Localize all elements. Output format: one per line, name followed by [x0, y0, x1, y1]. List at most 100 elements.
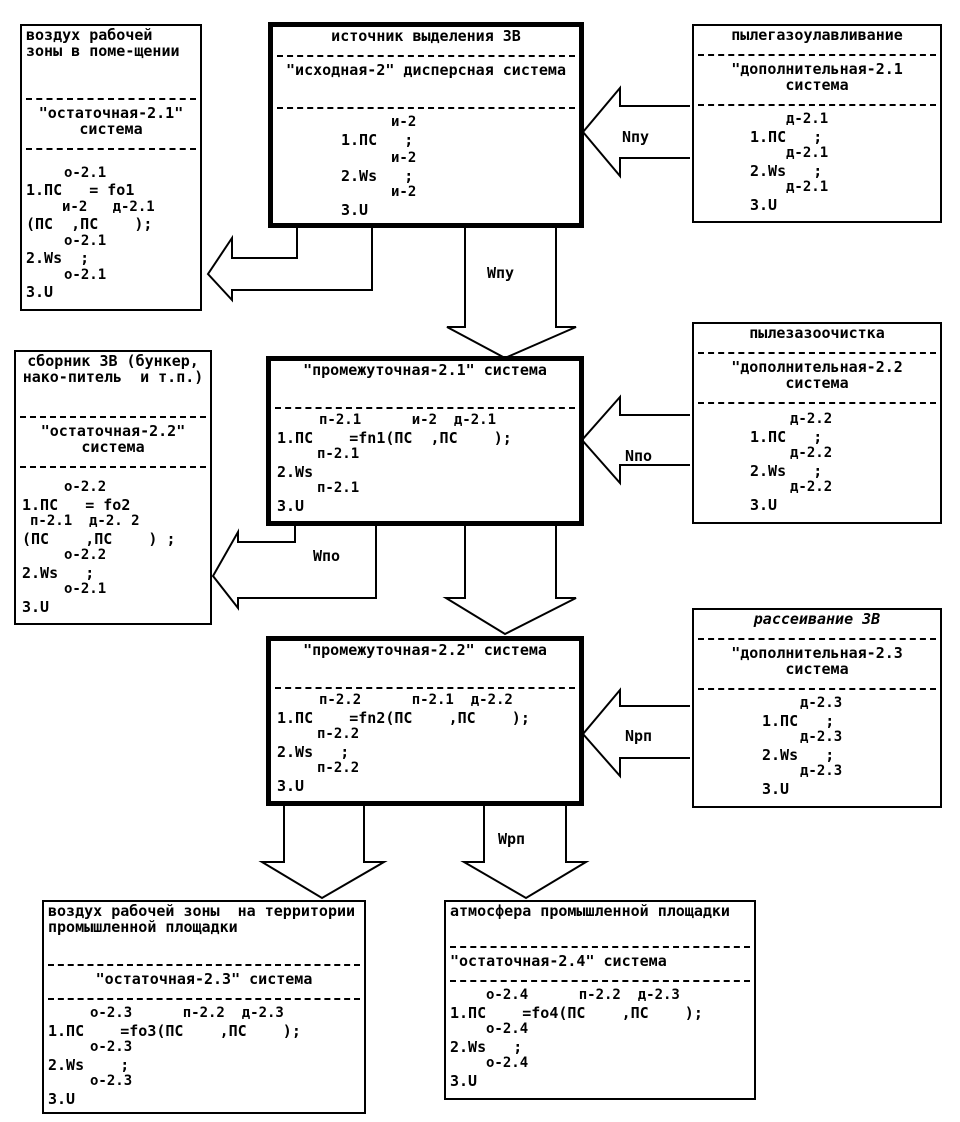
- formula-superscript: п-2.1: [317, 446, 360, 462]
- formula-line: 3.U: [277, 497, 305, 515]
- system-name: "дополнительная-2.2 система: [731, 358, 912, 392]
- formula-line: 3.U: [762, 780, 790, 798]
- box-emission-source: источник выделения ЗВ "исходная-2" диспе…: [268, 22, 584, 228]
- separator: [48, 998, 360, 1000]
- separator: [698, 352, 936, 354]
- formula-line: 2.Ws ;: [277, 743, 350, 761]
- formula-superscript: o-2.1: [64, 233, 107, 249]
- formula-line: 1.ПС =fn2(ПС ,ПС );: [277, 709, 530, 727]
- formula-superscript: o-2.3: [90, 1039, 133, 1055]
- separator: [26, 98, 196, 100]
- formula-line: 1.ПС =fn1(ПС ,ПС );: [277, 429, 512, 447]
- formula-superscript: o-2.1: [64, 267, 107, 283]
- formula-superscript: и-2: [391, 150, 417, 166]
- box-collector: сборник ЗВ (бункер, нако-питель и т.п.) …: [14, 350, 212, 625]
- formula-superscript: д-2.3: [800, 695, 843, 711]
- arrow-npo: [580, 394, 690, 486]
- formula-line: 3.U: [22, 598, 50, 616]
- formula-superscript: o-2.2: [64, 479, 107, 495]
- formula-line: 2.Ws ;: [450, 1038, 523, 1056]
- formula-line: 3.U: [750, 496, 778, 514]
- formula-line: 3.U: [26, 283, 54, 301]
- label-wpo: Wпо: [313, 547, 341, 565]
- formula-line: 2.Ws ;: [762, 746, 835, 764]
- formula-line: 1.ПС ;: [762, 712, 835, 730]
- arrow-int2-to-site-air: [258, 803, 388, 900]
- formula-superscript: д-2.1: [786, 111, 829, 127]
- formula-superscript: и-2: [391, 114, 417, 130]
- system-name: "исходная-2" дисперсная система: [286, 61, 566, 79]
- arrow-source-to-work-zone: [206, 226, 373, 303]
- arrow-wrp: [460, 803, 590, 900]
- box-dust-gas-capture: пылегазоулавливание "дополнительная-2.1 …: [692, 24, 942, 223]
- formula-line: 2.Ws ;: [22, 564, 95, 582]
- formula-line: 3.U: [341, 201, 369, 219]
- formula-superscript: o-2.1: [64, 165, 107, 181]
- formula-line: 3.U: [277, 777, 305, 795]
- formula-line: 2.Ws ;: [341, 167, 414, 185]
- formula-line: 3.U: [450, 1072, 478, 1090]
- separator: [26, 148, 196, 150]
- box-dispersion: рассеивание ЗВ "дополнительная-2.3 систе…: [692, 608, 942, 808]
- system-name: "остаточная-2.2" система: [40, 422, 195, 456]
- formula-superscript: и-2 д-2.1: [62, 199, 155, 215]
- label-wrp: Wрп: [498, 830, 526, 848]
- formula-superscript: и-2: [391, 184, 417, 200]
- box-title: воздух рабочей зоны на территории промыш…: [48, 902, 365, 936]
- box-intermediate-2-1: "промежуточная-2.1" система п-2.1 и-2 д-…: [266, 356, 584, 526]
- separator: [698, 688, 936, 690]
- formula-superscript: д-2.1: [786, 145, 829, 161]
- formula-superscript: п-2.2: [317, 726, 360, 742]
- separator: [450, 946, 750, 948]
- separator: [698, 54, 936, 56]
- formula-superscript: п-2.2: [317, 760, 360, 776]
- label-nrp: Nрп: [625, 727, 653, 745]
- box-work-zone-indoor: воздух рабочей зоны в поме-щении "остато…: [20, 24, 202, 311]
- formula-superscript: o-2.4 п-2.2 д-2.3: [486, 987, 680, 1003]
- separator: [20, 416, 206, 418]
- formula-line: 1.ПС =fo4(ПС ,ПС );: [450, 1004, 703, 1022]
- box-title: "промежуточная-2.2" система: [303, 641, 547, 659]
- formula-superscript: o-2.4: [486, 1021, 529, 1037]
- formula-superscript: o-2.4: [486, 1055, 529, 1071]
- formula-line: 1.ПС =fo3(ПС ,ПС );: [48, 1022, 301, 1040]
- separator: [275, 407, 575, 409]
- formula-superscript: п-2.1 и-2 д-2.1: [319, 412, 497, 428]
- system-name: "остаточная-2.1" система: [38, 104, 193, 138]
- formula-superscript: д-2.2: [790, 411, 833, 427]
- system-name: "остаточная-2.4" система: [450, 952, 667, 970]
- label-wpu: Wпу: [487, 264, 515, 282]
- formula-line: 2.Ws ;: [750, 462, 823, 480]
- separator: [275, 687, 575, 689]
- separator: [20, 466, 206, 468]
- separator: [48, 964, 360, 966]
- box-industrial-site-atmosphere: атмосфера промышленной площадки "остаточ…: [444, 900, 756, 1100]
- formula-line: 1.ПС = fo1: [26, 181, 135, 199]
- box-title: рассеивание ЗВ: [753, 610, 881, 628]
- separator: [698, 104, 936, 106]
- formula-superscript: д-2.2: [790, 479, 833, 495]
- formula-superscript: п-2.1 д-2. 2: [30, 513, 140, 529]
- formula-superscript: д-2.3: [800, 763, 843, 779]
- formula-superscript: o-2.3: [90, 1073, 133, 1089]
- arrow-wpu: [446, 225, 577, 360]
- separator: [450, 980, 750, 982]
- box-title: пылезазоочистка: [749, 324, 885, 342]
- box-title: атмосфера промышленной площадки: [450, 902, 730, 920]
- label-npu: Nпу: [622, 128, 650, 146]
- box-intermediate-2-2: "промежуточная-2.2" система п-2.2 п-2.1 …: [266, 636, 584, 806]
- system-name: "дополнительная-2.1 система: [731, 60, 912, 94]
- formula-line: 1.ПС ;: [341, 131, 414, 149]
- formula-superscript: д-2.3: [800, 729, 843, 745]
- box-site-work-zone-air: воздух рабочей зоны на территории промыш…: [42, 900, 366, 1114]
- box-dust-gas-cleaning: пылезазоочистка "дополнительная-2.2 сист…: [692, 322, 942, 524]
- separator: [277, 107, 575, 109]
- formula-superscript: д-2.2: [790, 445, 833, 461]
- formula-superscript: п-2.2 п-2.1 д-2.2: [319, 692, 513, 708]
- box-title: сборник ЗВ (бункер, нако-питель и т.п.): [22, 352, 208, 386]
- formula-line: 2.Ws ;: [48, 1056, 130, 1074]
- box-title: "промежуточная-2.1" система: [303, 361, 547, 379]
- separator: [698, 638, 936, 640]
- formula-line: 3.U: [48, 1090, 76, 1108]
- box-title: пылегазоулавливание: [731, 26, 903, 44]
